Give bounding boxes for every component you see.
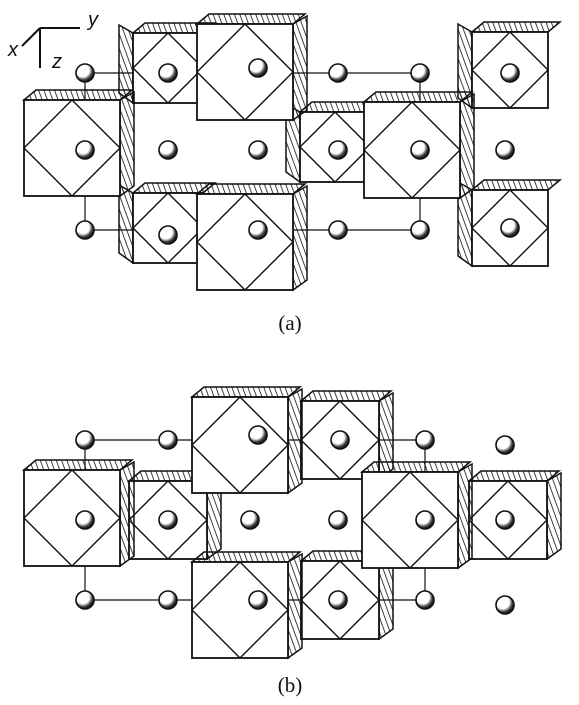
atom-sphere-icon	[328, 590, 348, 610]
atom-sphere-icon	[415, 510, 435, 530]
atom-sphere-icon	[495, 510, 515, 530]
atom-sphere-icon	[495, 595, 515, 615]
octahedron-icon	[285, 101, 385, 184]
octahedron-icon	[189, 386, 303, 495]
axis-label-z: z	[51, 51, 62, 73]
octahedron-icon	[194, 183, 308, 292]
atom-sphere-icon	[328, 63, 348, 83]
atom-sphere-icon	[248, 425, 268, 445]
octahedron-icon	[21, 459, 135, 568]
atom-sphere-icon	[330, 430, 350, 450]
atom-sphere-icon	[75, 430, 95, 450]
atom-sphere-icon	[158, 63, 178, 83]
octahedron-icon	[359, 461, 473, 570]
atom-sphere-icon	[248, 140, 268, 160]
atom-sphere-icon	[495, 140, 515, 160]
atom-sphere-icon	[415, 590, 435, 610]
panel-a-caption: (a)	[278, 311, 301, 335]
axis-label-y: y	[86, 9, 99, 31]
axis-label-x: x	[7, 39, 19, 61]
atom-sphere-icon	[158, 140, 178, 160]
atom-sphere-icon	[158, 590, 178, 610]
octahedron-icon	[466, 470, 562, 561]
atom-sphere-icon	[500, 218, 520, 238]
panel-a-structure	[21, 13, 563, 292]
atom-sphere-icon	[410, 140, 430, 160]
axis-triad-icon: x y z	[7, 9, 99, 73]
atom-sphere-icon	[495, 435, 515, 455]
atom-sphere-icon	[158, 510, 178, 530]
atom-sphere-icon	[328, 220, 348, 240]
atom-sphere-icon	[158, 225, 178, 245]
octahedron-icon	[189, 551, 303, 660]
atom-sphere-icon	[248, 58, 268, 78]
atom-sphere-icon	[158, 430, 178, 450]
atom-sphere-icon	[75, 63, 95, 83]
atom-sphere-icon	[75, 220, 95, 240]
atom-sphere-icon	[240, 510, 260, 530]
atom-sphere-icon	[410, 220, 430, 240]
atom-sphere-icon	[75, 590, 95, 610]
atom-sphere-icon	[410, 63, 430, 83]
atom-sphere-icon	[328, 140, 348, 160]
atom-sphere-icon	[415, 430, 435, 450]
atom-sphere-icon	[328, 510, 348, 530]
octahedron-icon	[21, 89, 135, 198]
atom-sphere-icon	[500, 63, 520, 83]
octahedron-icon	[298, 550, 394, 641]
atom-sphere-icon	[248, 590, 268, 610]
panel-b-structure	[21, 386, 562, 660]
atom-sphere-icon	[75, 510, 95, 530]
atom-sphere-icon	[248, 220, 268, 240]
octahedron-icon	[194, 13, 308, 122]
atom-sphere-icon	[75, 140, 95, 160]
panel-b-caption: (b)	[278, 673, 303, 697]
